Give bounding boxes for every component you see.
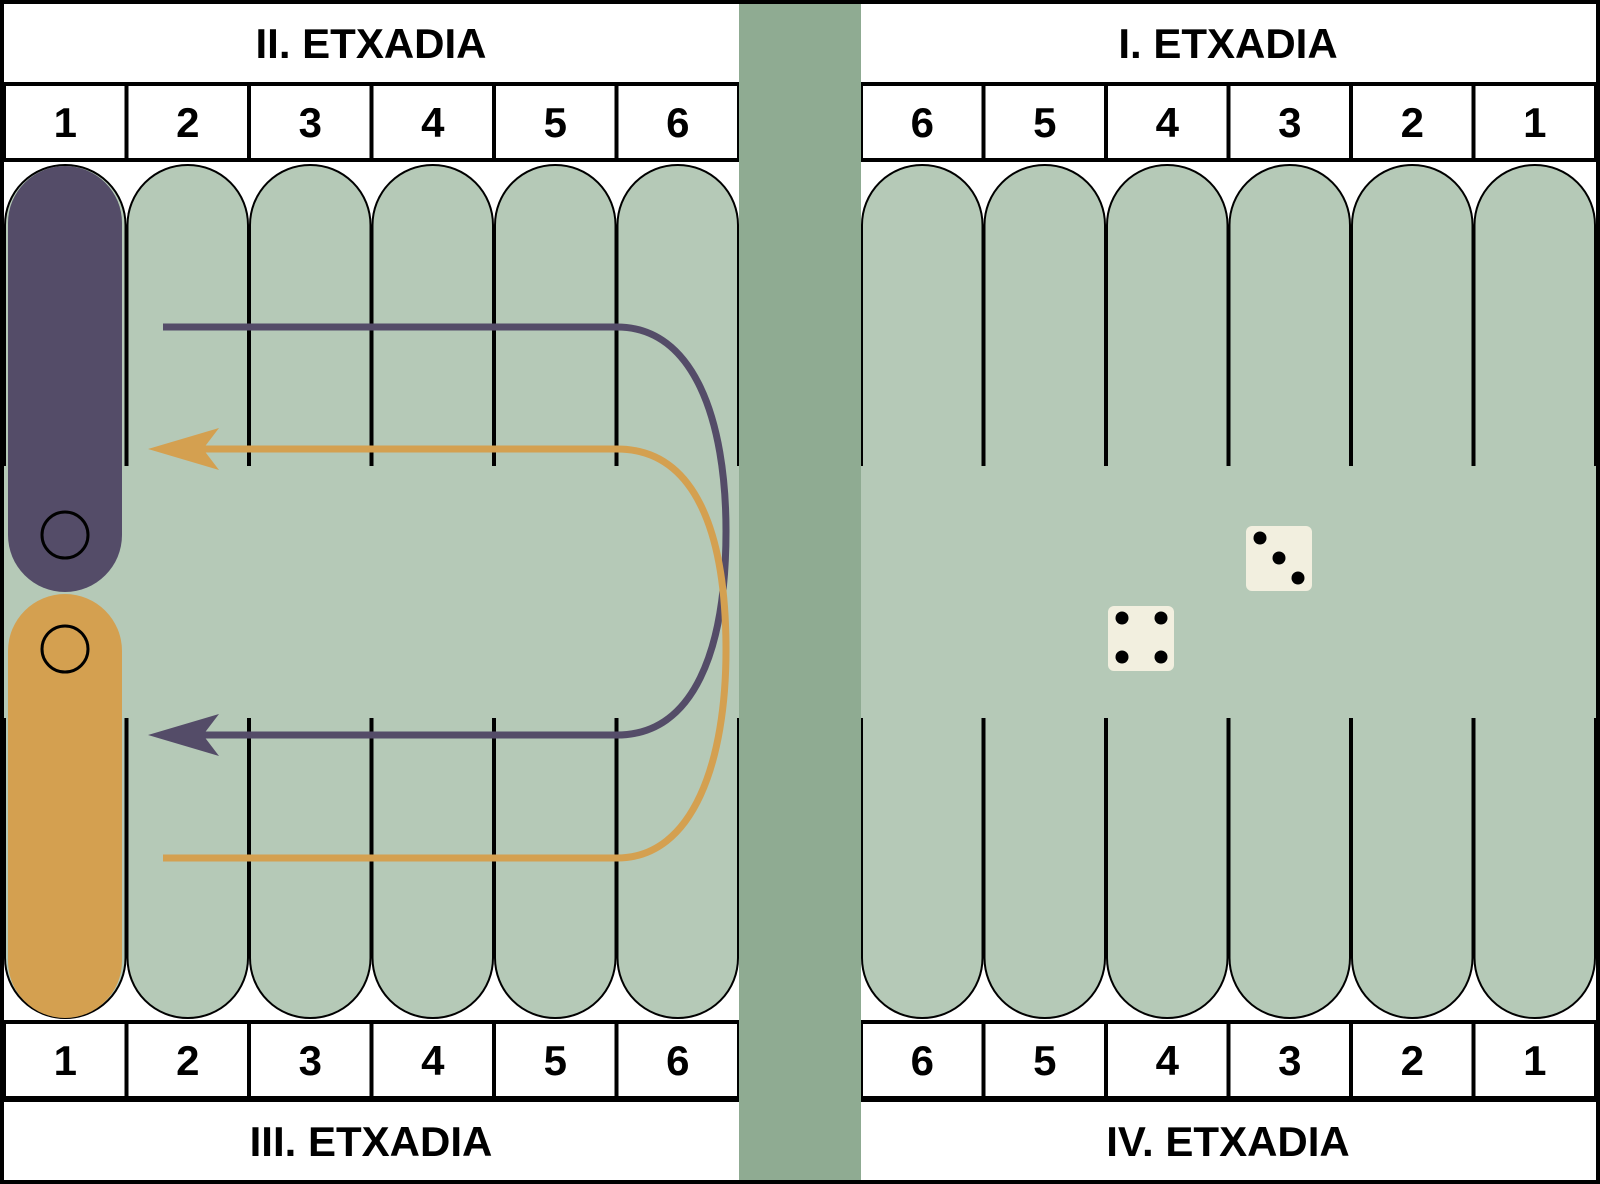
point-number-cell — [863, 1024, 982, 1096]
point-number: 4 — [1156, 1037, 1180, 1084]
point-number: 2 — [176, 99, 199, 146]
point-number-cell — [251, 86, 370, 158]
title-band-bottom-right — [861, 1102, 1596, 1180]
orange-checker-stack[interactable] — [8, 594, 122, 1018]
point-numbers-bottom-right: 6 5 4 3 2 1 — [863, 1024, 1594, 1096]
point-number: 5 — [544, 1037, 567, 1084]
point-number-cell — [1230, 1024, 1349, 1096]
point-number: 5 — [1033, 1037, 1056, 1084]
center-bar — [739, 4, 861, 1180]
point-number: 4 — [421, 99, 445, 146]
orange-checker-marker — [40, 624, 90, 674]
point-numbers-top-left: 1 2 3 4 5 6 — [6, 86, 737, 158]
point-number-cell — [618, 1024, 737, 1096]
quadrant-title-iii: III. ETXADIA — [250, 1118, 493, 1165]
point-number-cell — [251, 1024, 370, 1096]
point-number: 1 — [1523, 1037, 1546, 1084]
point-number: 1 — [54, 1037, 77, 1084]
point-number-cell — [1353, 86, 1472, 158]
purple-checker-marker — [40, 510, 90, 560]
point-number-cell — [6, 86, 125, 158]
quadrant-title-ii: II. ETXADIA — [255, 20, 486, 67]
board-middle-area — [861, 466, 1596, 718]
point-numbers-bottom-left: 1 2 3 4 5 6 — [6, 1024, 737, 1096]
point-number: 3 — [299, 99, 322, 146]
point-number: 5 — [544, 99, 567, 146]
point-number: 6 — [666, 99, 689, 146]
point-number: 3 — [1278, 99, 1301, 146]
point-number-cell — [1230, 86, 1349, 158]
point-number: 2 — [1401, 1037, 1424, 1084]
purple-checker-stack[interactable] — [8, 166, 122, 592]
point-number-cell — [128, 1024, 247, 1096]
die-four[interactable] — [1108, 606, 1174, 671]
point-number-cell — [6, 1024, 125, 1096]
point-number: 6 — [911, 99, 934, 146]
points-right — [861, 164, 1596, 1019]
point-numbers-top-right: 6 5 4 3 2 1 — [863, 86, 1594, 158]
title-band-top-right — [861, 4, 1596, 82]
die-three[interactable] — [1246, 526, 1312, 591]
point-number-cell — [985, 86, 1104, 158]
point-number: 3 — [299, 1037, 322, 1084]
point-number-cell — [373, 86, 492, 158]
point-number-cell — [1353, 1024, 1472, 1096]
point-number: 6 — [911, 1037, 934, 1084]
orange-move-arrow — [148, 428, 730, 862]
point-number: 4 — [1156, 99, 1180, 146]
point-number: 4 — [421, 1037, 445, 1084]
point-number: 1 — [54, 99, 77, 146]
point-number: 2 — [1401, 99, 1424, 146]
point-number-cell — [863, 86, 982, 158]
point-number-cell — [1108, 1024, 1227, 1096]
point-number-cell — [496, 1024, 615, 1096]
point-number-cell — [985, 1024, 1104, 1096]
purple-move-arrow — [148, 323, 730, 756]
point-number: 2 — [176, 1037, 199, 1084]
board-edge — [861, 466, 864, 718]
point-number-cell — [128, 86, 247, 158]
quadrant-title-iv: IV. ETXADIA — [1106, 1118, 1350, 1165]
point-number: 3 — [1278, 1037, 1301, 1084]
point-number-cell — [1475, 86, 1594, 158]
point-number-cell — [618, 86, 737, 158]
title-band-bottom-left — [4, 1102, 739, 1180]
title-band-top-left — [4, 4, 739, 82]
point-number-cell — [1475, 1024, 1594, 1096]
board-edge — [4, 466, 7, 718]
board-middle-area — [4, 466, 739, 718]
quadrant-title-i: I. ETXADIA — [1118, 20, 1337, 67]
point-number-cell — [496, 86, 615, 158]
point-number: 5 — [1033, 99, 1056, 146]
point-number: 1 — [1523, 99, 1546, 146]
point-number-cell — [1108, 86, 1227, 158]
point-number: 6 — [666, 1037, 689, 1084]
point-number-cell — [373, 1024, 492, 1096]
